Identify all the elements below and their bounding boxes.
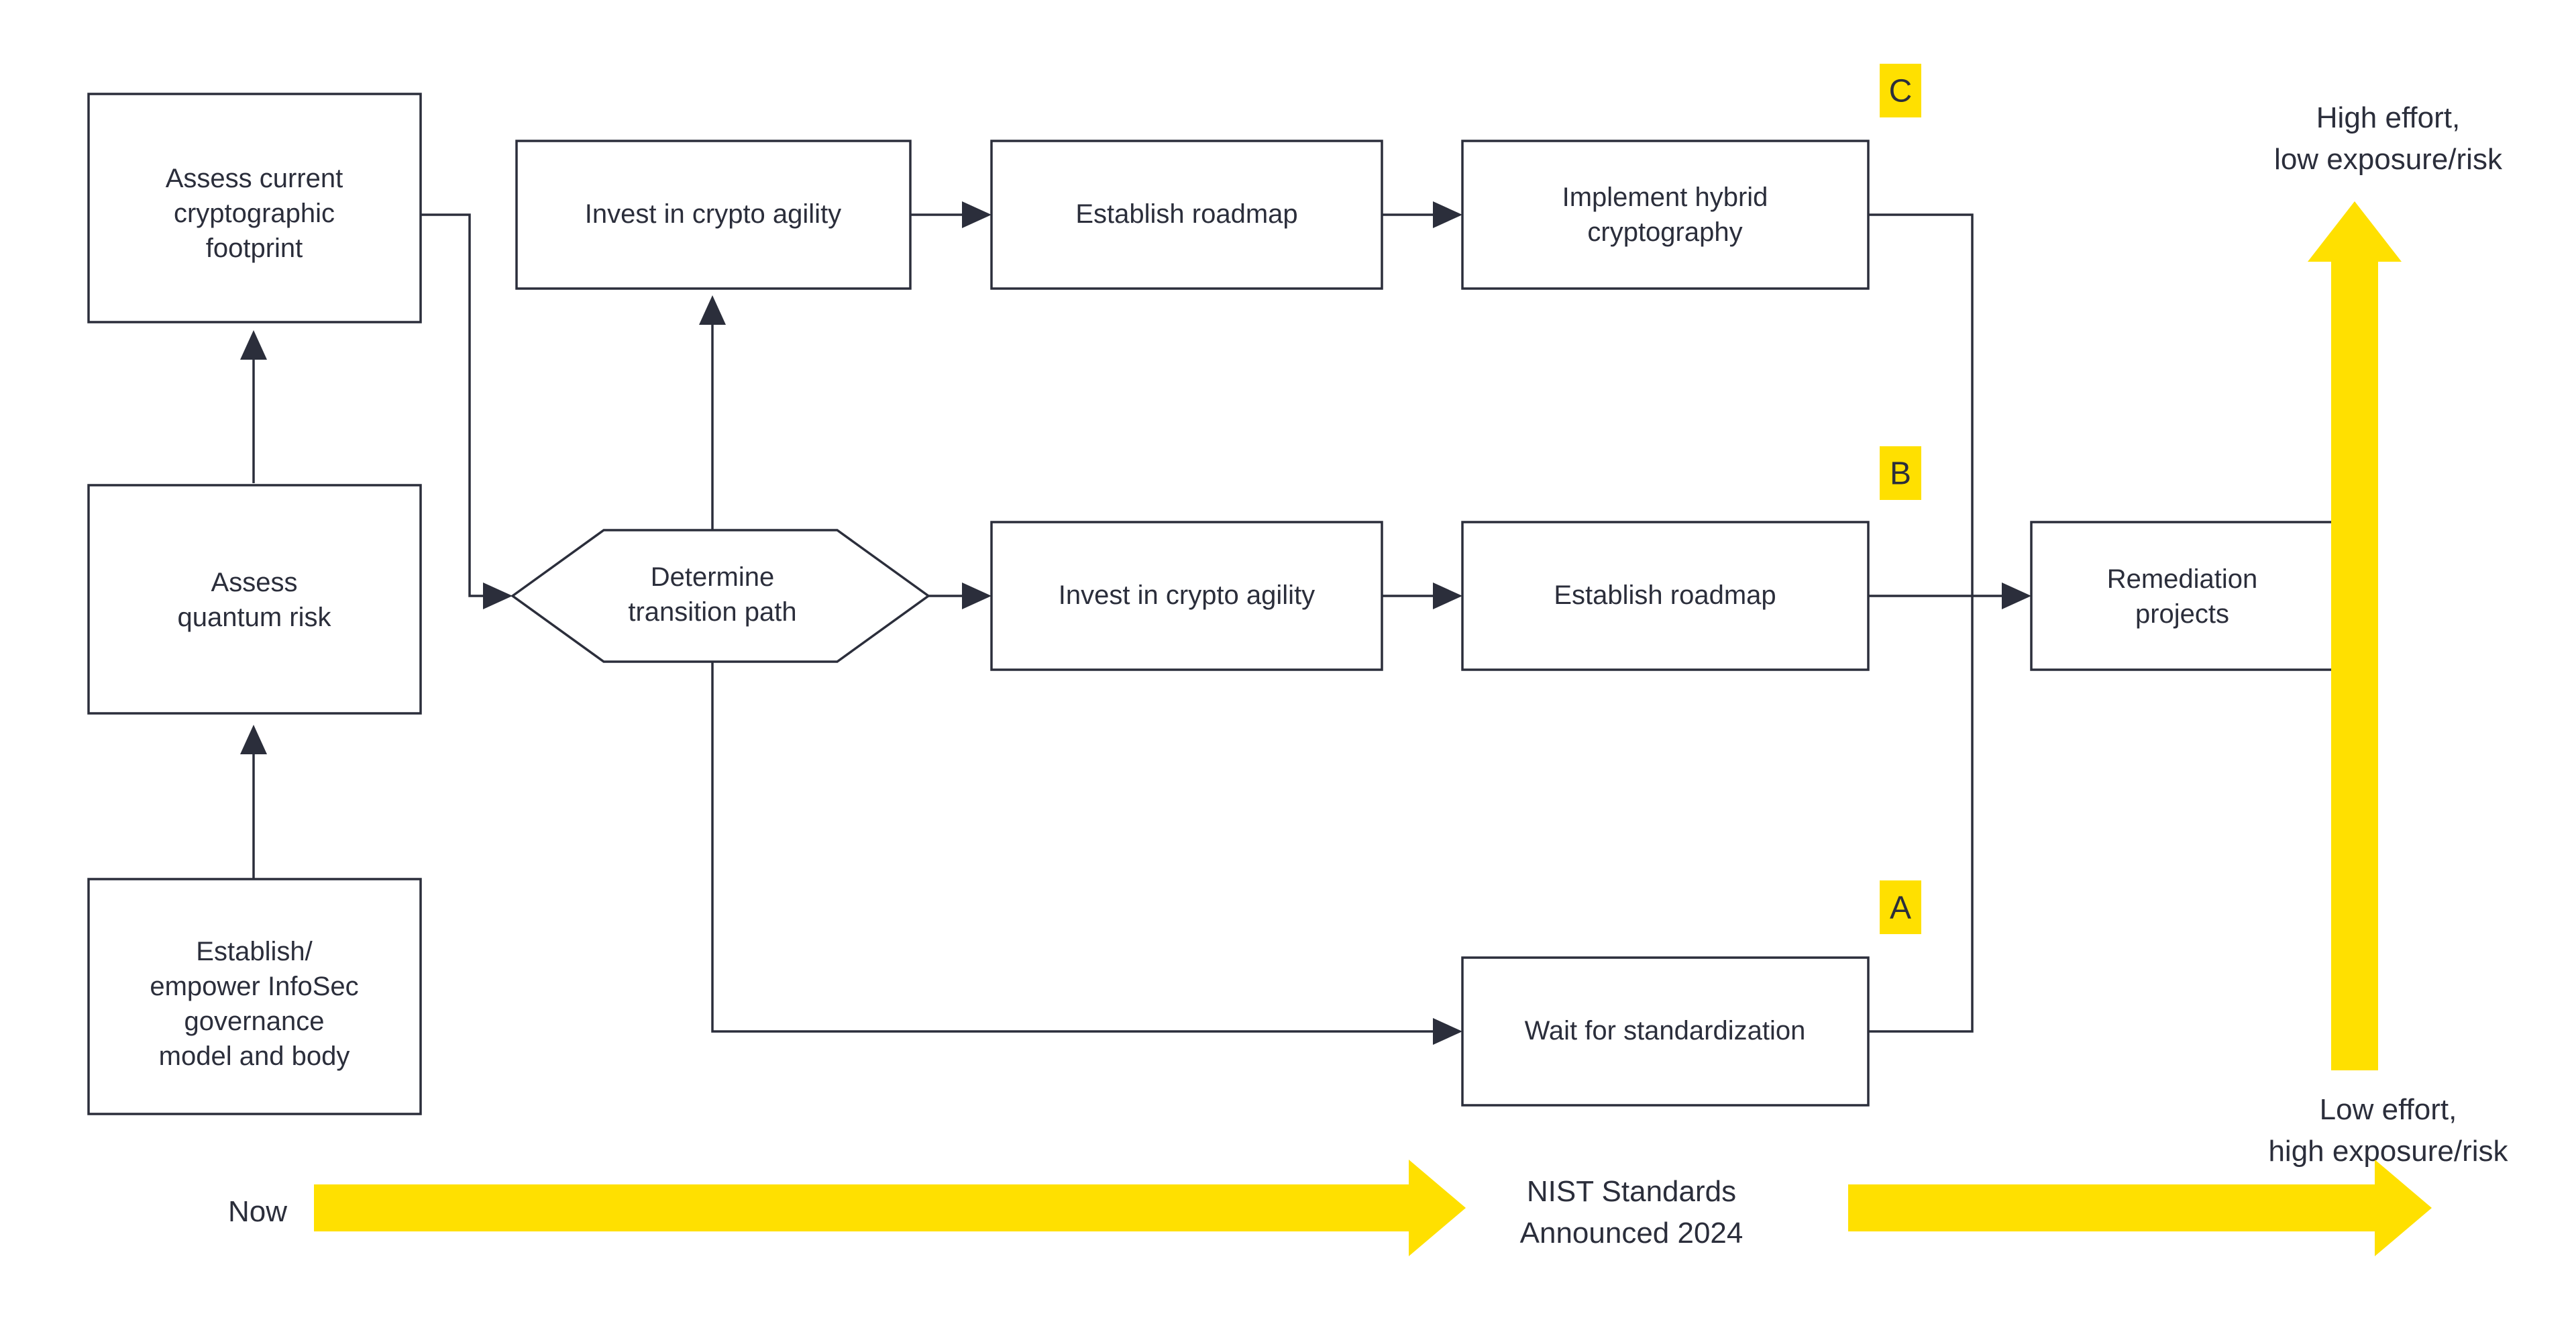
- arrowhead-determine-path-to-invest-c: [699, 295, 726, 325]
- arrowhead-determine-path-to-invest-b: [962, 582, 991, 609]
- timeline-now-label: Now: [228, 1195, 287, 1228]
- badge-c-label: C: [1889, 74, 1913, 109]
- axis-top-line2: low exposure/risk: [2274, 143, 2503, 176]
- badge-a: A: [1880, 880, 1921, 934]
- arrowhead-quantum-risk-to-footprint: [240, 330, 267, 360]
- arrowhead-invest-c-to-roadmap-c: [962, 201, 991, 228]
- arrowhead-determine-path-to-wait: [1433, 1018, 1462, 1045]
- arrowhead-bus-to-remediation: [2002, 582, 2031, 609]
- node-wait-standardization[interactable]: Wait for standardization: [1461, 956, 1870, 1107]
- timeline: Now NIST Standards Announced 2024: [228, 1160, 2432, 1256]
- arrowhead-governance-to-quantum-risk: [240, 725, 267, 754]
- timeline-arrow-post-nist: [1848, 1160, 2432, 1256]
- axis-bottom-line2: high exposure/risk: [2268, 1135, 2508, 1168]
- node-roadmap-b[interactable]: Establish roadmap: [1461, 521, 1870, 671]
- node-invest-agility-c-label: Invest in crypto agility: [585, 199, 841, 229]
- connector-determine-path-to-wait: [711, 662, 1444, 1033]
- arrowhead-roadmap-c-to-hybrid: [1433, 201, 1462, 228]
- arrowhead-invest-b-to-roadmap-b: [1433, 582, 1462, 609]
- node-wait-standardization-label: Wait for standardization: [1525, 1016, 1806, 1046]
- timeline-arrow-now: [314, 1160, 1466, 1256]
- node-roadmap-c-label: Establish roadmap: [1075, 199, 1297, 229]
- connector-hybrid-to-bus: [1868, 213, 1974, 596]
- effort-risk-axis: High effort, low exposure/risk Low effor…: [2268, 101, 2508, 1168]
- node-invest-agility-c[interactable]: Invest in crypto agility: [515, 140, 912, 290]
- badge-b: B: [1880, 446, 1921, 500]
- axis-top-line1: High effort,: [2316, 101, 2460, 134]
- timeline-nist-line1: NIST Standards: [1527, 1175, 1736, 1208]
- node-invest-agility-b-label: Invest in crypto agility: [1059, 580, 1315, 610]
- badge-a-label: A: [1890, 891, 1911, 926]
- node-roadmap-b-label: Establish roadmap: [1554, 580, 1776, 610]
- axis-bottom-line1: Low effort,: [2320, 1093, 2457, 1126]
- connector-wait-to-bus: [1868, 596, 1974, 1033]
- connector-footprint-to-determine-path: [421, 213, 496, 597]
- node-roadmap-c[interactable]: Establish roadmap: [990, 140, 1383, 290]
- timeline-nist-line2: Announced 2024: [1520, 1217, 1743, 1250]
- badge-c: C: [1880, 64, 1921, 117]
- connector-group: [240, 201, 2031, 1045]
- badge-b-label: B: [1890, 456, 1911, 492]
- arrowhead-footprint-to-determine-path: [483, 582, 513, 609]
- upward-yellow-arrow: [2308, 201, 2402, 1070]
- node-invest-agility-b[interactable]: Invest in crypto agility: [990, 521, 1383, 671]
